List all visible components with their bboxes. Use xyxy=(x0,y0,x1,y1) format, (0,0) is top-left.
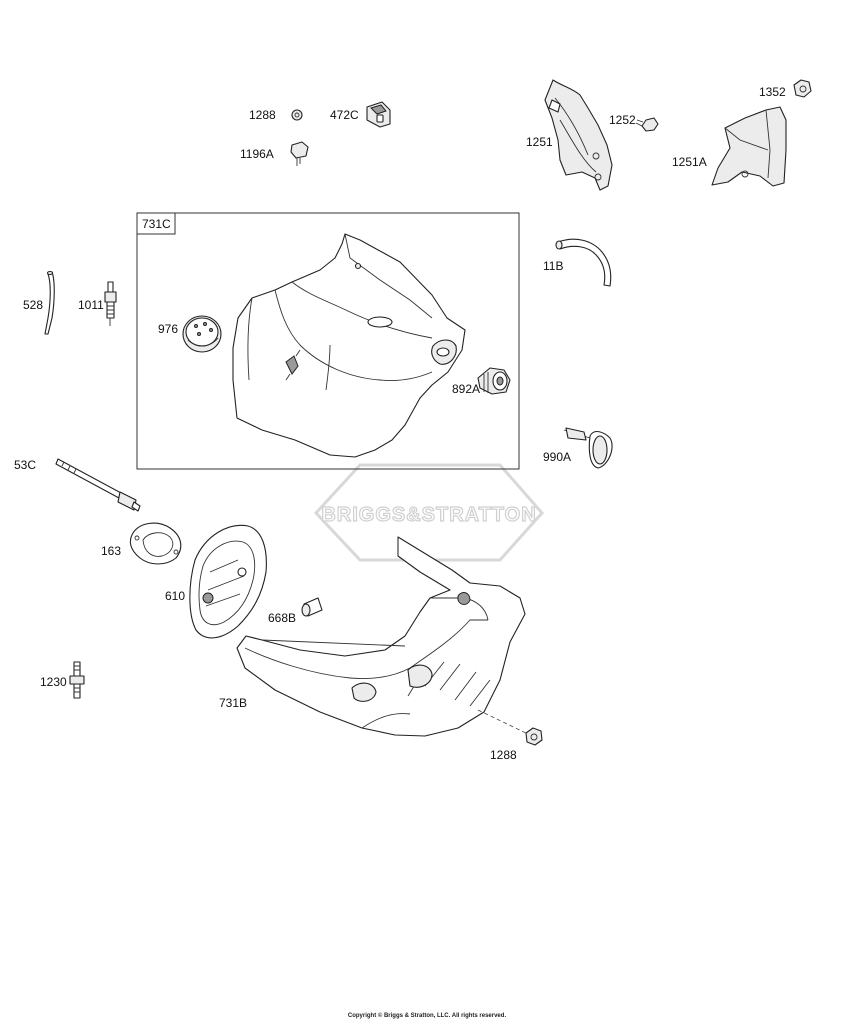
label-610: 610 xyxy=(165,589,185,603)
label-990a: 990A xyxy=(543,450,571,464)
part-1288-nut-top xyxy=(291,109,303,121)
part-668b-spacer xyxy=(301,597,323,617)
label-731c: 731C xyxy=(142,217,171,231)
label-1011: 1011 xyxy=(78,298,104,312)
label-1352: 1352 xyxy=(759,85,786,99)
label-1288-bottom: 1288 xyxy=(490,748,517,762)
part-1251-bracket xyxy=(544,79,613,191)
label-box-731c xyxy=(136,212,176,235)
part-528-tube xyxy=(44,270,55,335)
part-11b-hose xyxy=(555,238,612,287)
label-472c: 472C xyxy=(330,108,359,122)
part-892a-grommet xyxy=(477,367,511,395)
watermark-logo: BRIGGS&STRATTON xyxy=(313,463,545,562)
watermark-text: BRIGGS&STRATTON xyxy=(321,504,536,526)
label-1251a: 1251A xyxy=(672,155,707,169)
leader-line-1288 xyxy=(477,709,529,735)
part-990a-knob xyxy=(563,427,613,469)
part-53c-stud xyxy=(55,458,141,512)
part-1252-screw xyxy=(635,117,659,132)
label-1196a: 1196A xyxy=(240,147,274,161)
part-1288-nut-bottom xyxy=(525,727,543,746)
label-53c: 53C xyxy=(14,458,36,472)
part-163-gasket xyxy=(129,522,182,565)
label-1230: 1230 xyxy=(40,675,67,689)
copyright-notice: Copyright © Briggs & Stratton, LLC. All … xyxy=(347,1013,507,1019)
label-976: 976 xyxy=(158,322,178,336)
label-892a: 892A xyxy=(452,382,480,396)
label-1288-top: 1288 xyxy=(249,108,276,122)
label-1252: 1252 xyxy=(609,113,636,127)
part-731b-shroud xyxy=(236,536,526,737)
label-163: 163 xyxy=(101,544,121,558)
label-668b: 668B xyxy=(268,611,296,625)
part-1352-nut xyxy=(793,79,812,98)
part-1196a-switch xyxy=(290,141,309,166)
callout-box-731c xyxy=(136,212,520,470)
part-1011-spark-plug xyxy=(104,281,117,326)
label-528: 528 xyxy=(23,298,43,312)
part-1230-stud xyxy=(69,661,85,699)
label-1251: 1251 xyxy=(526,135,553,149)
part-976-cap xyxy=(182,315,222,353)
part-1251a-bracket xyxy=(711,106,787,187)
part-472c-clip xyxy=(366,101,391,128)
label-11b: 11B xyxy=(543,259,563,273)
part-610-muffler-shield xyxy=(189,524,267,639)
label-731b: 731B xyxy=(219,696,247,710)
part-731c-shroud xyxy=(232,233,466,458)
